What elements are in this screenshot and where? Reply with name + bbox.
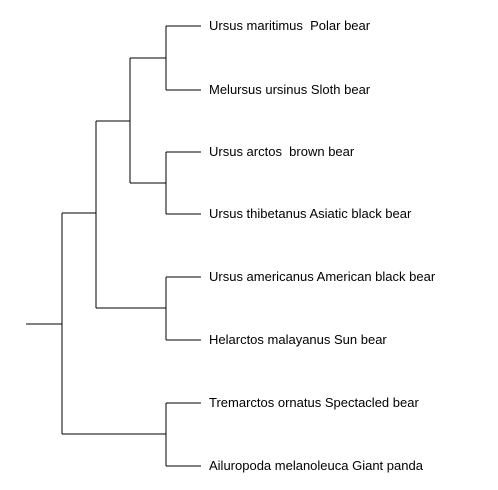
taxon-label-polar-bear: Ursus maritimus Polar bear (209, 18, 371, 33)
taxon-label-brown-bear: Ursus arctos brown bear (209, 144, 355, 159)
taxon-label-american-black-bear: Ursus americanus American black bear (209, 269, 436, 284)
taxon-label-sun-bear: Helarctos malayanus Sun bear (209, 332, 387, 347)
taxon-label-giant-panda: Ailuropoda melanoleuca Giant panda (209, 458, 423, 473)
taxon-label-asiatic-black-bear: Ursus thibetanus Asiatic black bear (209, 206, 412, 221)
taxon-label-sloth-bear: Melursus ursinus Sloth bear (209, 82, 371, 97)
taxon-label-spectacled-bear: Tremarctos ornatus Spectacled bear (209, 395, 419, 410)
